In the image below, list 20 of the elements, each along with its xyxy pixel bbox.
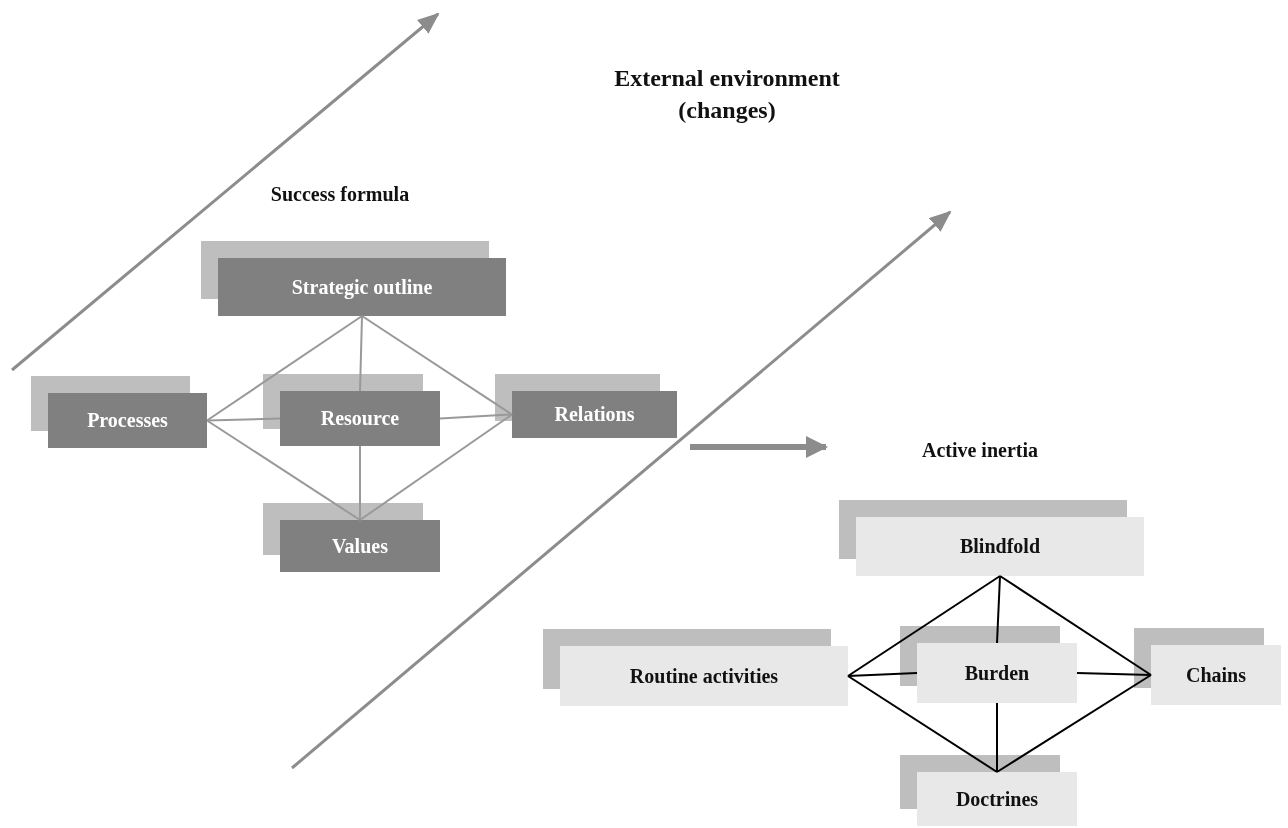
heading-text: Success formula — [269, 182, 411, 206]
connector-line — [439, 413, 513, 420]
heading-text: Active inertia — [920, 438, 1040, 462]
connector-line — [847, 675, 998, 773]
connector-line — [996, 674, 1152, 773]
connector-line — [206, 419, 361, 521]
connector-line — [206, 417, 281, 422]
connector-line — [361, 315, 513, 416]
arrow — [690, 436, 828, 458]
connector-line — [996, 702, 998, 773]
connector-line — [359, 315, 363, 392]
heading-text: External environment (changes) — [613, 64, 841, 126]
connector-line — [359, 445, 361, 521]
connector-line — [847, 575, 1001, 677]
connector-line — [847, 672, 918, 677]
connector-line — [996, 575, 1001, 644]
connector-line — [999, 575, 1152, 676]
connector-line — [206, 315, 363, 422]
connector-line — [359, 413, 513, 521]
connector-line — [1076, 672, 1152, 676]
